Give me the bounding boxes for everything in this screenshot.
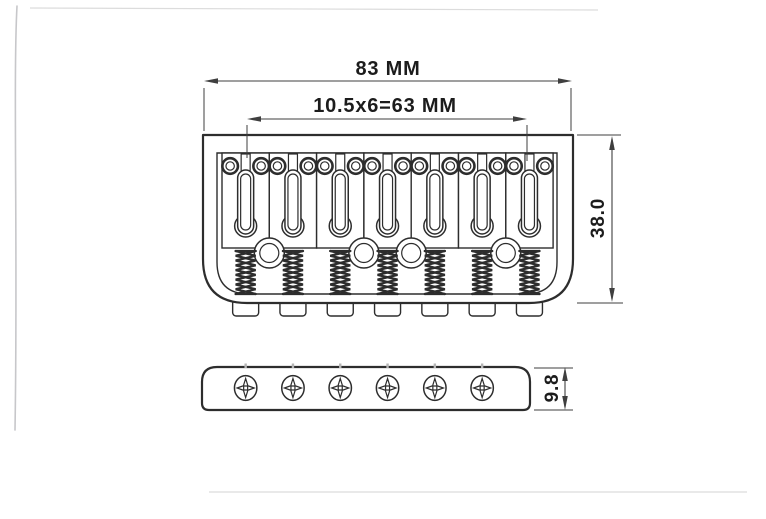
saddle-slot [236,169,255,235]
arrow-left-icon [247,116,261,122]
phillips-cross-icon [479,376,485,400]
arrow-left-icon [204,78,218,84]
saddle-height-screw [488,156,507,176]
screw-head [375,374,400,402]
saddle [268,152,318,249]
saddle [410,152,460,249]
screw-head [281,374,305,402]
phillips-cross-icon [471,385,493,391]
phillips-cross-icon [290,376,296,400]
saddle-spring [376,249,399,296]
dimension-overall-width: 83 MM [203,58,572,131]
dimension-label-saddle-spacing: 10.5x6=63 MM [313,95,457,117]
phillips-cross-icon [329,385,351,391]
saddle-height-screw [315,156,334,176]
side-screws [233,363,495,402]
arrow-down-icon [562,396,568,410]
arrow-up-icon [609,136,615,150]
page-edge-top [29,7,599,11]
phillips-cross-icon [235,385,256,391]
screw-head [233,374,258,402]
mounting-screw [422,363,447,402]
saddle-slot [331,169,349,235]
phillips-cross-icon [424,385,446,391]
phillips-cross-icon [432,376,438,400]
dimension-label-plate-height: 9.8 [542,374,563,403]
saddle-height-screw [535,156,555,176]
saddle-height-screw [252,156,271,176]
dimension-body-depth: 38.0 [577,134,623,304]
saddle-height-screw [393,156,413,176]
saddle-height-screw [362,156,382,176]
arrow-right-icon [513,116,527,122]
mounting-screw [375,363,400,402]
dimension-label-body-depth: 38.0 [588,198,609,238]
dimension-saddle-spacing: 10.5x6=63 MM [246,95,528,161]
screw-head [470,374,495,402]
phillips-cross-icon [384,376,391,400]
intonation-springs [234,249,541,296]
saddle-height-screw [221,156,240,176]
saddle-spring [518,249,541,296]
saddle-row [221,152,555,249]
saddle-spring [234,249,257,296]
arrow-up-icon [562,367,568,381]
saddle-slot [473,169,491,235]
saddle-spring [329,249,352,296]
mounting-screw [470,363,495,402]
side-plate-outline [200,365,532,412]
saddle-slot [284,169,302,235]
phillips-cross-icon [337,376,343,400]
saddle-height-screw [504,156,524,176]
page-edge-left [14,5,18,431]
bridge-side-view [200,363,532,412]
arrow-right-icon [558,78,572,84]
dimension-plate-height: 9.8 [534,367,573,411]
saddle-height-screw [346,156,365,176]
saddle-height-screw [410,156,429,176]
screw-head [422,374,447,402]
saddle-spring [423,249,446,296]
saddle-height-screw [268,156,287,176]
saddle [315,152,365,249]
mounting-hole [395,237,427,269]
saddle [221,152,271,249]
saddle-height-screw [457,156,476,176]
saddle-height-screw [441,156,460,176]
bridge-top-view [201,133,575,317]
saddle [504,152,555,249]
mounting-hole [253,237,286,269]
saddle-height-screw [299,156,318,176]
arrow-down-icon [609,288,615,302]
mounting-screw [281,363,305,402]
mounting-hole [490,237,522,269]
page-edge-artifacts [14,5,747,493]
mounting-holes [253,237,522,269]
mounting-hole [348,237,380,269]
saddle-spring [281,249,305,296]
screw-head [328,374,353,402]
saddle-spring [471,249,494,296]
mounting-screw [233,363,258,402]
phillips-cross-icon [282,385,304,391]
mounting-screw [328,363,353,402]
saddle [457,152,507,249]
saddle-slot [378,169,397,235]
phillips-cross-icon [377,385,398,391]
saddle-slot [426,169,444,235]
phillips-cross-icon [243,376,249,400]
saddle-slot [520,169,539,235]
saddle [362,152,413,249]
dimension-label-overall-width: 83 MM [355,58,420,80]
